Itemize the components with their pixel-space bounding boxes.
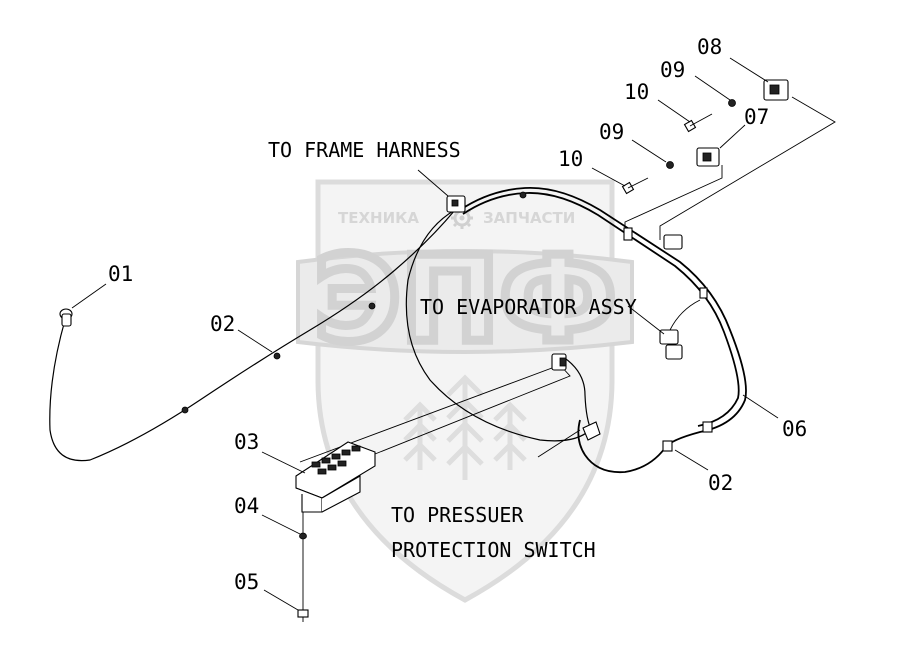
callout-05: 05: [234, 570, 259, 594]
part-05-bolt[interactable]: [297, 609, 309, 622]
branch-to-01: [49, 209, 456, 462]
callout-04: 04: [234, 494, 259, 518]
main-harness-inner: [462, 192, 740, 427]
watermark-emblem: ТЕХНИКА ЗАПЧАСТИ ЭПФ: [296, 179, 634, 603]
label-frame-harness: TO FRAME HARNESS: [268, 138, 461, 162]
callout-09a: 09: [599, 120, 624, 144]
pressure-switch-connector[interactable]: [551, 353, 601, 441]
part-03-switch-panel[interactable]: [295, 441, 376, 513]
label-evaporator: TO EVAPORATOR ASSY: [420, 295, 637, 319]
leader-lines: [71, 57, 779, 611]
part-09-washer-a[interactable]: [666, 161, 674, 169]
callout-03: 03: [234, 430, 259, 454]
label-pressure-line1: TO PRESSUER: [391, 503, 524, 527]
part-07-relay[interactable]: [696, 147, 720, 167]
branch-07: [624, 165, 723, 232]
callout-10b: 10: [624, 80, 649, 104]
harness-wires: [49, 96, 836, 610]
callout-02b: 02: [708, 471, 733, 495]
callout-09b: 09: [660, 58, 685, 82]
callout-08: 08: [697, 35, 722, 59]
part-08-relay[interactable]: [763, 79, 789, 101]
part-04-nut[interactable]: [299, 532, 307, 540]
watermark-letters: ЭПФ: [314, 230, 616, 368]
part-10-screw-a[interactable]: [621, 177, 649, 195]
bracket-line: [299, 364, 571, 463]
label-pressure-line2: PROTECTION SWITCH: [391, 538, 596, 562]
watermark-band: [296, 249, 634, 354]
part-09-washer-b[interactable]: [728, 99, 736, 107]
main-harness: [459, 186, 747, 474]
wire-clips: [181, 191, 713, 452]
callout-06: 06: [782, 417, 807, 441]
callout-01: 01: [108, 262, 133, 286]
evaporator-loop: [405, 209, 591, 442]
branch-08: [659, 96, 836, 240]
watermark-wheat: [403, 374, 527, 480]
frame-harness-connector[interactable]: [446, 195, 466, 213]
watermark-word-right: ЗАПЧАСТИ: [483, 209, 575, 227]
parts: [59, 79, 789, 622]
watermark-word-left: ТЕХНИКА: [338, 209, 419, 227]
part-01-sensor[interactable]: [59, 308, 73, 327]
relay-connector[interactable]: [663, 234, 683, 250]
callout-10a: 10: [558, 147, 583, 171]
part-10-screw-b[interactable]: [683, 113, 713, 133]
evaporator-connectors[interactable]: [659, 299, 701, 360]
callout-07: 07: [744, 105, 769, 129]
evaporator-branch: [559, 354, 593, 433]
callout-02a: 02: [210, 312, 235, 336]
